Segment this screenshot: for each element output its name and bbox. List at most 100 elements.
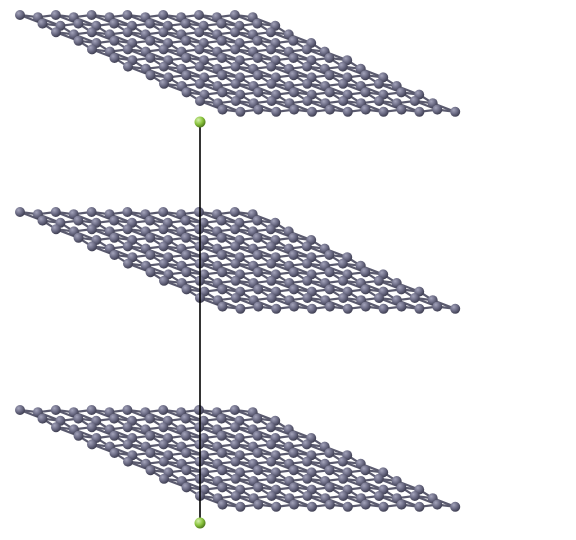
carbon-atom [180,232,191,243]
carbon-atom [194,27,205,38]
carbon-atom [145,70,156,81]
carbon-atom [122,27,133,38]
carbon-atom [181,482,192,493]
carbon-atom [396,482,407,493]
carbon-atom [144,215,155,226]
carbon-atom [324,267,335,278]
carbon-atom [324,482,335,493]
carbon-atom [145,430,156,441]
carbon-atom [230,27,240,38]
carbon-atom [301,241,312,252]
carbon-atom [181,53,192,63]
carbon-atom [396,301,407,312]
carbon-atom [216,35,227,46]
layers-group [15,10,461,512]
carbon-atom [301,439,312,450]
carbon-atom [373,275,384,286]
carbon-atom [288,87,299,98]
atoms [15,10,461,117]
carbon-atom [266,293,277,303]
carbon-atom [51,224,61,235]
carbon-atom [271,501,282,512]
carbon-atom [87,241,97,252]
carbon-atom [266,258,277,269]
carbon-atom [450,106,461,117]
carbon-atom [194,44,205,55]
carbon-atom [360,70,371,81]
carbon-atom [432,104,443,115]
carbon-atom [181,87,192,98]
dopant-atoms-group [194,116,206,529]
carbon-atom [73,18,84,29]
carbon-atom [414,106,425,117]
carbon-atom [158,439,169,450]
carbon-atom [252,413,263,424]
carbon-atom [158,456,169,467]
carbon-atom [235,106,246,117]
carbon-atom [109,448,120,458]
carbon-atom [122,422,133,433]
carbon-atom [252,232,263,243]
carbon-atom [271,303,282,314]
carbon-atom [324,465,335,476]
carbon-atom [230,224,240,235]
carbon-atom [373,78,384,89]
carbon-atom [302,293,313,303]
carbon-atom [109,53,120,63]
carbon-atom [181,284,192,295]
carbon-atom [266,275,277,286]
carbon-atom [271,106,282,117]
carbon-atom [181,448,192,458]
carbon-atom [230,78,241,89]
carbon-atom [337,456,348,467]
carbon-atom [324,284,335,295]
carbon-atom [180,35,191,46]
carbon-atom [73,430,84,441]
carbon-atom [342,303,353,314]
carbon-atom [122,439,133,450]
carbon-atom [235,303,246,314]
carbon-atom [230,96,241,106]
carbon-atom [230,61,241,72]
carbon-atom [307,303,317,314]
carbon-atom [230,473,241,484]
carbon-atom [409,96,420,106]
carbon-atom [15,207,25,217]
carbon-atom [229,10,240,20]
carbon-atom [230,422,240,433]
carbon-atom [324,499,335,510]
carbon-atom [122,405,133,415]
carbon-atom [109,413,120,424]
carbon-atom [217,499,228,510]
carbon-atom [360,482,371,493]
carbon-atom [217,482,228,493]
atoms [15,207,461,314]
carbon-atom [180,413,191,424]
carbon-atom [181,267,192,278]
carbon-atom [109,232,120,243]
carbon-atom [265,27,276,38]
carbon-atom [288,53,299,63]
carbon-atom [87,439,97,450]
carbon-atom [181,70,192,81]
carbon-atom [301,44,312,55]
carbon-atom [252,448,263,458]
carbon-atom [50,405,61,415]
carbon-atom [216,430,227,441]
carbon-atom [373,473,384,484]
carbon-atom [266,78,277,89]
carbon-atom [288,267,299,278]
carbon-atom [230,258,241,269]
carbon-atom [216,215,227,226]
carbon-atom [50,10,61,20]
atoms [15,405,461,512]
dopant-atom [194,116,206,128]
carbon-atom [374,293,384,303]
carbon-atom [307,501,317,512]
carbon-atom [252,18,263,29]
carbon-atom [266,439,276,450]
carbon-atom [252,250,263,260]
carbon-atom [324,448,335,458]
carbon-atom [86,405,97,415]
carbon-atom [302,491,313,501]
